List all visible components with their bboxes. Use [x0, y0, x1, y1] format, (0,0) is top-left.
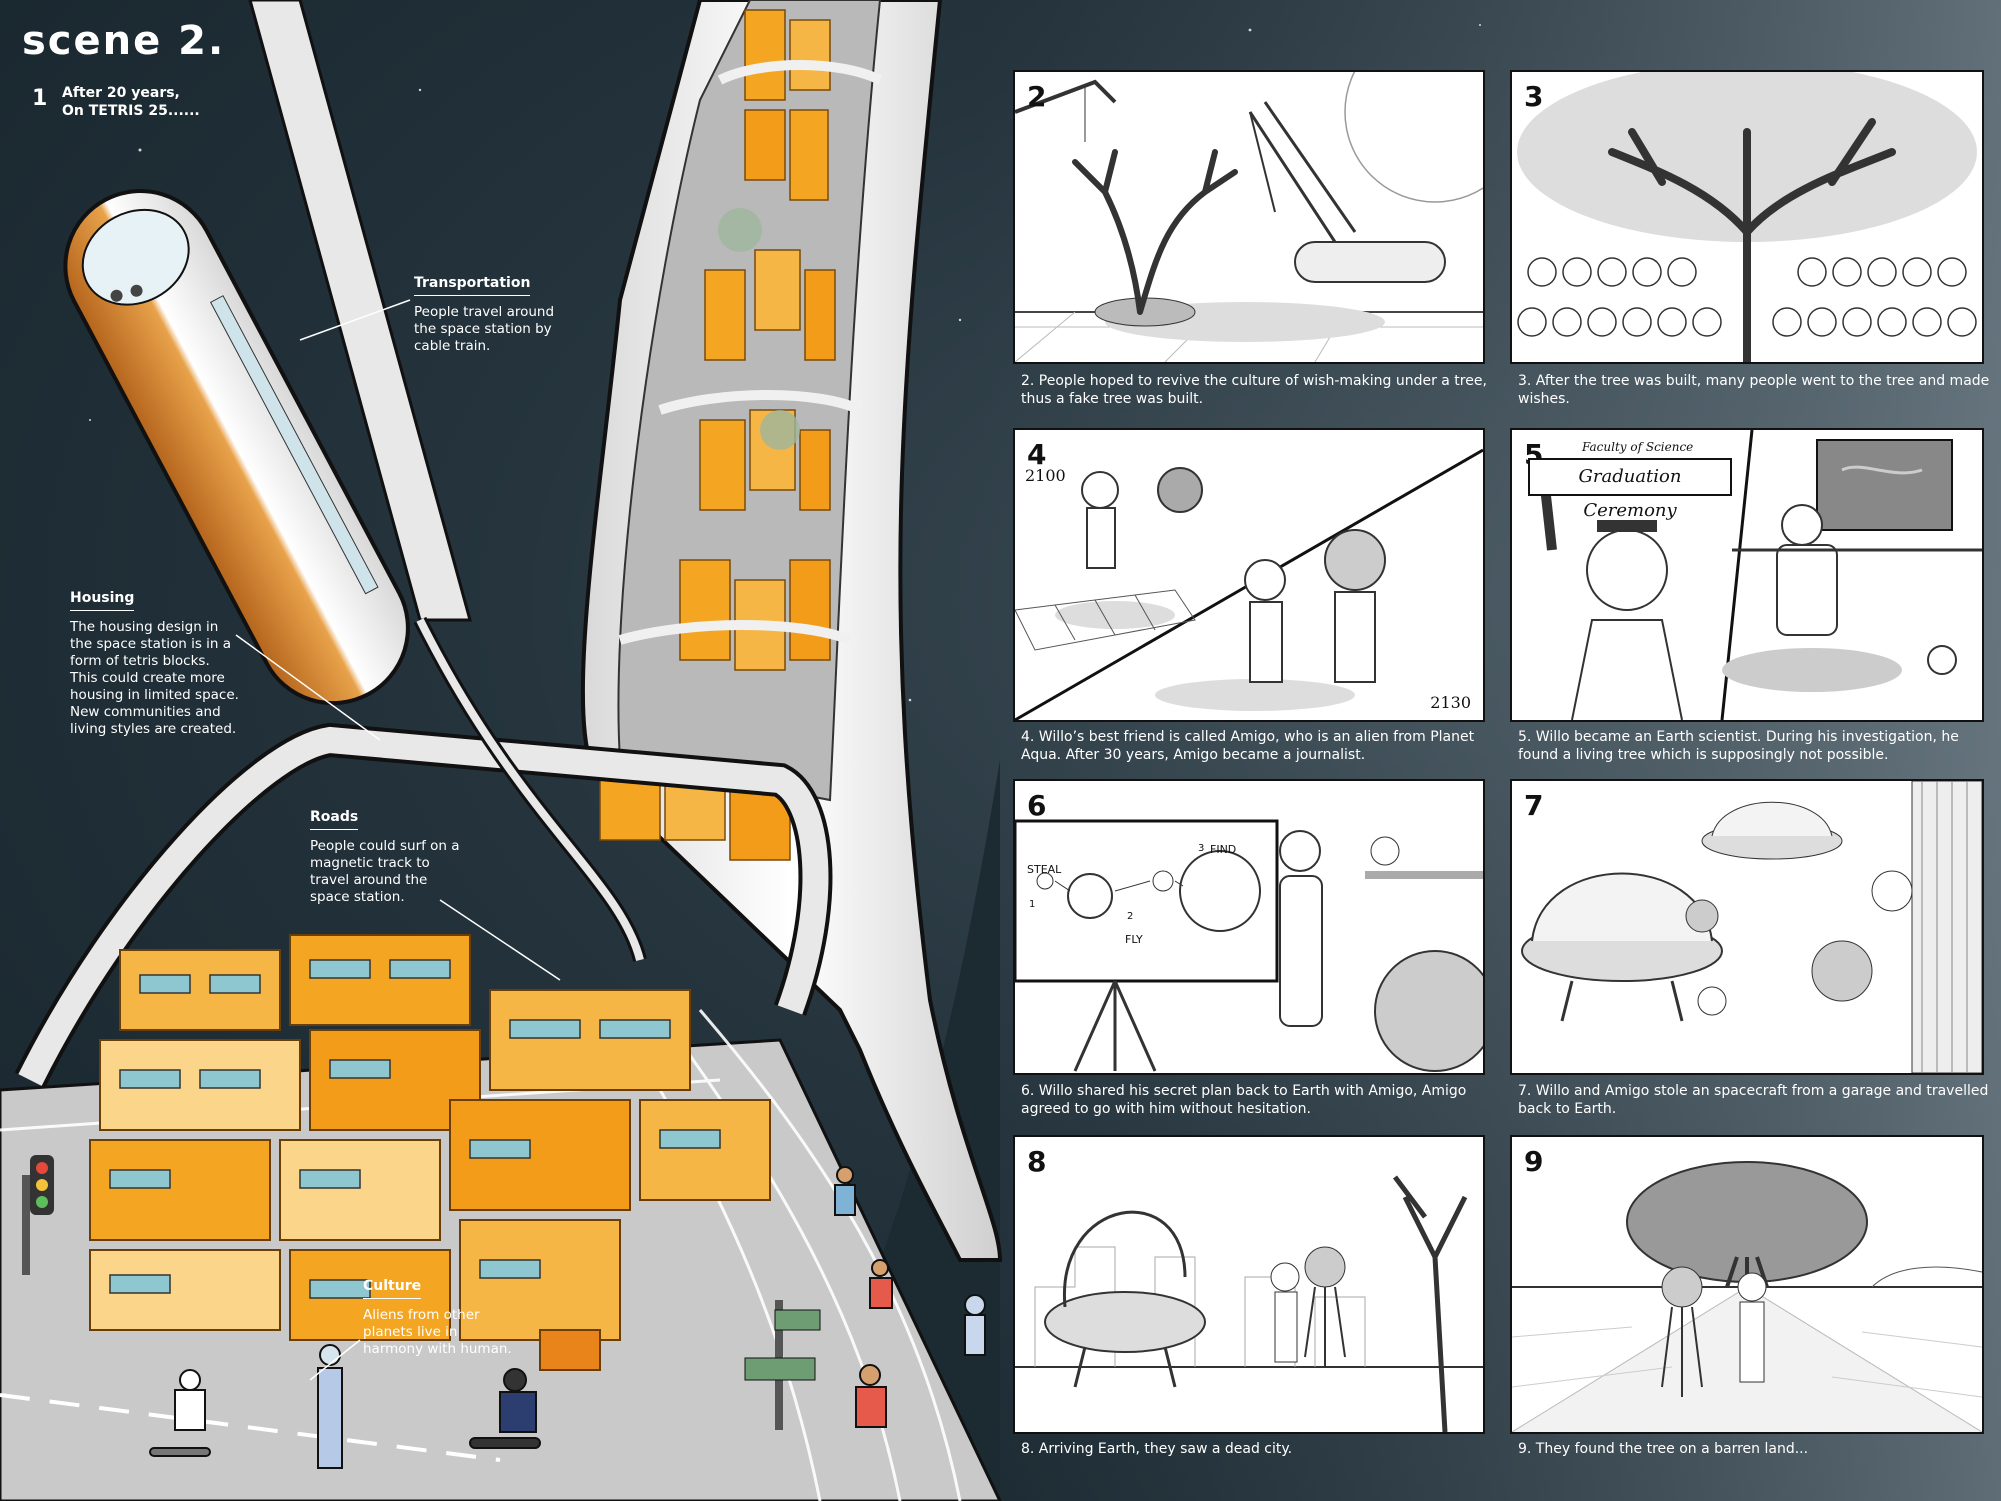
storyboard-panel-5: 5 Faculty of Science Graduation Ceremony	[1510, 428, 1984, 722]
label-transportation: Transportation People travel around the …	[414, 274, 574, 355]
panel-7-number: 7	[1524, 789, 1544, 822]
people	[149, 1166, 986, 1469]
label-housing-body: The housing design in the space station …	[70, 619, 239, 737]
storyboard-panel-2: 2	[1013, 70, 1485, 364]
panel-6-board-step-2: 2	[1127, 911, 1134, 922]
panel-6-caption: 6. Willo shared his secret plan back to …	[1021, 1083, 1467, 1117]
panel-4-caption: 4. Willo’s best friend is called Amigo, …	[1021, 729, 1475, 763]
panel-4-year-start: 2100	[1025, 466, 1066, 485]
panel-3-illustration	[1517, 72, 1977, 362]
scene-number: 1	[32, 86, 48, 111]
panel-8-illustration	[1015, 1175, 1483, 1432]
panel-9-caption: 9. They found the tree on a barren land.…	[1518, 1441, 1809, 1457]
cable-train	[63, 189, 410, 706]
panel-4-number: 4	[1027, 438, 1047, 471]
label-culture-body: Aliens from other planets live in harmon…	[363, 1307, 512, 1357]
panel-2-illustration	[1015, 72, 1483, 362]
scene-intro: After 20 years, On TETRIS 25......	[62, 85, 200, 119]
panel-6-board-step-3: 3	[1198, 843, 1205, 854]
panel-6-board-step-1: 1	[1029, 899, 1036, 910]
label-housing-title: Housing	[70, 589, 135, 611]
leader-lines	[235, 299, 561, 1381]
storyboard-panel-7: 7	[1510, 779, 1984, 1075]
panel-5-caption: 5. Willo became an Earth scientist. Duri…	[1518, 729, 1959, 763]
panel-9-illustration	[1512, 1161, 1982, 1432]
label-culture: Culture Aliens from other planets live i…	[363, 1277, 513, 1358]
panel-8-number: 8	[1027, 1145, 1047, 1178]
storyboard-panel-3: 3	[1510, 70, 1984, 364]
panel-8-caption: 8. Arriving Earth, they saw a dead city.	[1021, 1441, 1293, 1457]
panel-2-caption: 2. People hoped to revive the culture of…	[1021, 373, 1487, 407]
label-transportation-body: People travel around the space station b…	[414, 304, 555, 354]
building-windows	[109, 959, 721, 1299]
storyboard-panel-6: 6 STEAL FLY FIND 1 2 3	[1013, 779, 1485, 1075]
storyboard-panel-4: 4 2100 2130	[1013, 428, 1485, 722]
panel-6-illustration	[1015, 819, 1483, 1072]
panel-4-year-end: 2130	[1430, 693, 1471, 712]
storyboard-panel-8: 8	[1013, 1135, 1485, 1434]
label-roads-body: People could surf on a magnetic track to…	[310, 838, 460, 905]
panel-9-number: 9	[1524, 1145, 1544, 1178]
label-transportation-title: Transportation	[414, 274, 531, 296]
label-culture-title: Culture	[363, 1277, 422, 1299]
scene-title: scene 2.	[22, 18, 226, 64]
panel-6-number: 6	[1027, 789, 1047, 822]
panel-3-caption: 3. After the tree was built, many people…	[1518, 373, 1990, 407]
panel-5-banner-top: Faculty of Science	[1582, 440, 1694, 454]
label-housing: Housing The housing design in the space …	[70, 589, 240, 738]
signpost	[744, 1300, 821, 1430]
panel-3-number: 3	[1524, 80, 1544, 113]
panel-6-board-find: FIND	[1210, 843, 1237, 856]
panel-6-board-fly: FLY	[1125, 933, 1143, 946]
storyboard-panel-9: 9	[1510, 1135, 1984, 1434]
panel-7-caption: 7. Willo and Amigo stole an spacecraft f…	[1518, 1083, 1989, 1117]
panel-2-number: 2	[1027, 80, 1047, 113]
panel-7-illustration	[1521, 781, 1982, 1073]
panel-4-illustration	[1015, 448, 1483, 720]
panel-5-banner: Graduation Ceremony	[1528, 458, 1732, 521]
panel-6-board-steal: STEAL	[1027, 863, 1062, 876]
planet-edge	[760, 760, 1000, 1501]
label-roads-title: Roads	[310, 808, 359, 830]
traffic-light	[22, 1155, 54, 1275]
label-roads: Roads People could surf on a magnetic tr…	[310, 808, 470, 906]
